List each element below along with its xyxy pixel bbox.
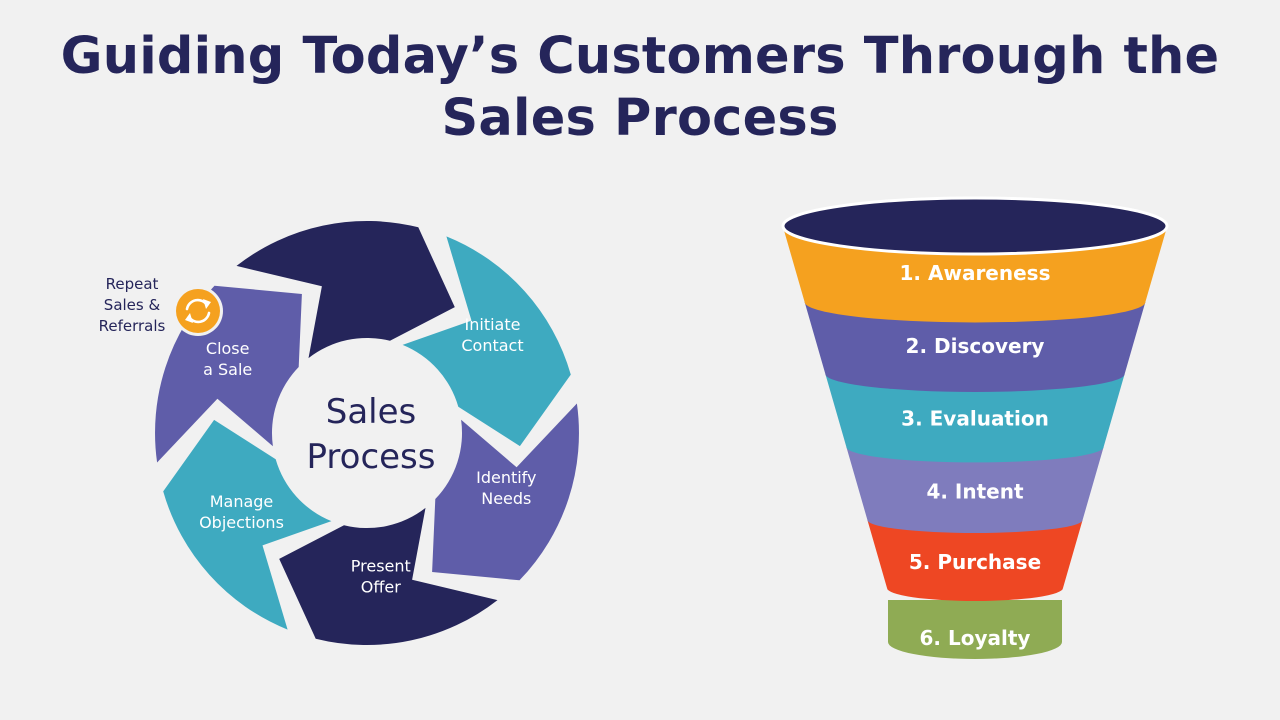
funnel-stage-2: [804, 302, 1146, 392]
funnel-stage-label-2: 2. Discovery: [906, 334, 1045, 358]
funnel-stage-label-1: 1. Awareness: [900, 261, 1051, 285]
cycle-segment-2: [402, 236, 571, 447]
title-line-2: Sales Process: [441, 89, 839, 149]
funnel-stage-3: [825, 374, 1125, 463]
funnel-stage-label-3: 3. Evaluation: [901, 407, 1049, 431]
refresh-icon: [173, 286, 223, 336]
funnel-stage-label-4: 4. Intent: [926, 480, 1024, 504]
funnel-opening: [781, 196, 1169, 256]
cycle-center: [276, 342, 458, 524]
funnel-stage-label-6: 6. Loyalty: [920, 626, 1031, 650]
cycle-segment-4: [279, 507, 498, 646]
cycle-segment-3: [432, 403, 579, 581]
sales-funnel: 6. Loyalty 5. Purchase 4. Intent 3. Evaluat…: [781, 196, 1169, 659]
title-line-1: Guiding Today’s Customers Through the: [60, 27, 1220, 86]
funnel-stage-label-5: 5. Purchase: [909, 550, 1041, 574]
funnel-stage-5: [867, 520, 1083, 601]
funnel-stage-6: [888, 600, 1062, 659]
page-title: Guiding Today’s Customers Through the Sa…: [0, 26, 1280, 150]
funnel-stage-4: [846, 447, 1104, 533]
cycle-segment-1: [236, 220, 455, 359]
cycle-segment-5: [163, 419, 332, 630]
